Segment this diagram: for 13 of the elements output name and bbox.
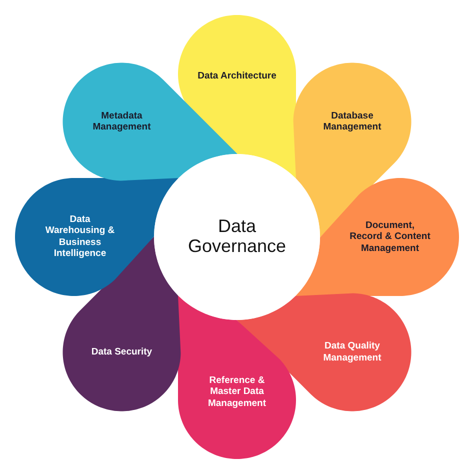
petal-shape xyxy=(295,178,459,296)
petal-label: Reference & Master Data Management xyxy=(206,374,268,410)
center-label: Data Governance xyxy=(186,217,288,257)
petal-label: Data Architecture xyxy=(198,70,276,82)
petal-shape xyxy=(178,295,296,459)
petal-label: Data Quality Management xyxy=(322,340,382,364)
petal-shape xyxy=(178,15,296,179)
petal-label: Data Warehousing & Business Intelligence xyxy=(44,214,116,260)
petal-label: Database Management xyxy=(322,110,382,134)
petal-shape xyxy=(15,178,179,296)
petal-label: Document, Record & Content Management xyxy=(348,220,432,254)
petal-label: Data Security xyxy=(91,346,152,358)
petal-label: Metadata Management xyxy=(92,110,152,134)
